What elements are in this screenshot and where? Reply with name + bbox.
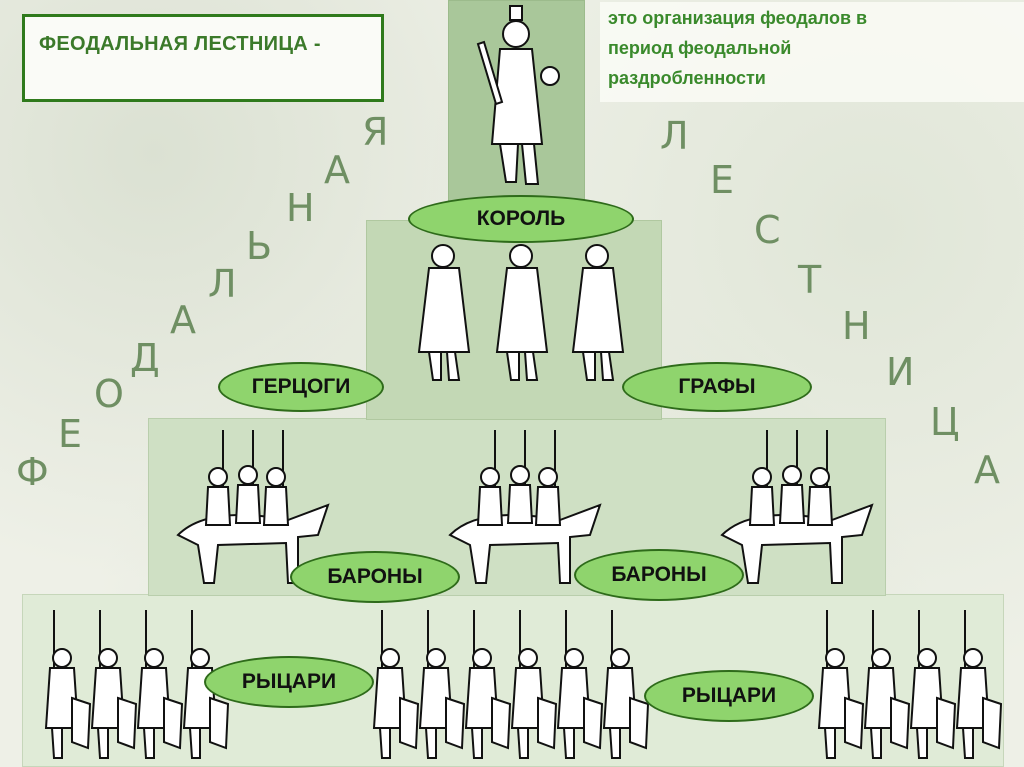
arc-left-letter: А xyxy=(170,298,196,342)
rank-king: КОРОЛЬ xyxy=(408,195,634,243)
arc-left-letter: Л xyxy=(208,262,237,306)
arc-left-letter: А xyxy=(324,148,350,192)
arc-right-letter: И xyxy=(886,350,915,394)
rank-dukes: ГЕРЦОГИ xyxy=(218,362,384,412)
arc-left-letter: О xyxy=(94,372,124,416)
nobles-figures xyxy=(417,244,625,381)
barons-cavalry-left xyxy=(176,430,330,584)
arc-right-letter: С xyxy=(754,208,781,252)
page-title: ФЕОДАЛЬНАЯ ЛЕСТНИЦА - xyxy=(39,33,321,55)
barons-cavalry-center xyxy=(448,430,602,584)
rank-barons-left: БАРОНЫ xyxy=(290,551,460,603)
definition-line: это организация феодалов в xyxy=(608,8,868,28)
definition-line: период феодальной xyxy=(608,38,792,58)
arc-left-letter: Е xyxy=(58,412,83,456)
arc-left-letter: Ь xyxy=(246,224,273,268)
arc-right-letter: Ц xyxy=(930,400,960,444)
title-box: ФЕОДАЛЬНАЯ ЛЕСТНИЦА - xyxy=(22,14,384,102)
arc-right-letter: Л xyxy=(660,114,689,158)
definition-box: это организация феодалов в период феодал… xyxy=(600,2,1024,102)
arc-left-letter: Д xyxy=(130,336,160,380)
rank-barons-right: БАРОНЫ xyxy=(574,549,744,601)
king-figure xyxy=(476,5,560,185)
knights-group-left xyxy=(44,610,230,759)
arc-left-letter: Я xyxy=(362,110,389,154)
arc-right-letter: Н xyxy=(842,304,871,348)
knights-group-center xyxy=(372,610,650,759)
knights-group-right xyxy=(817,610,1003,759)
arc-left-letter: Н xyxy=(286,186,315,230)
arc-right-letter: Е xyxy=(710,158,735,202)
rank-knights-right: РЫЦАРИ xyxy=(644,670,814,722)
arc-left-letter: Ф xyxy=(16,450,49,494)
rank-knights-left: РЫЦАРИ xyxy=(204,656,374,708)
barons-cavalry-right xyxy=(720,430,874,584)
arc-right-letter: А xyxy=(974,448,1000,492)
arc-right-letter: Т xyxy=(798,258,822,302)
definition-line: раздробленности xyxy=(608,68,766,88)
rank-counts: ГРАФЫ xyxy=(622,362,812,412)
